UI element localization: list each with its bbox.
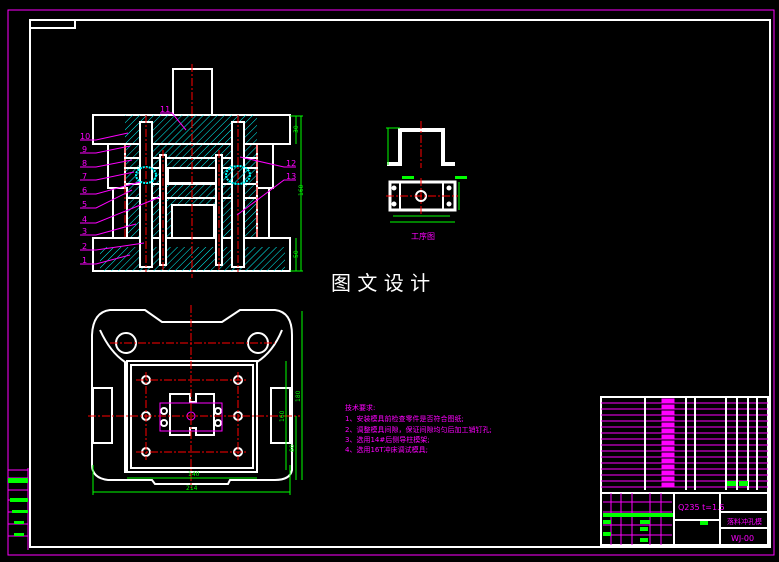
plan-centerlines [88, 305, 300, 488]
title-block [600, 492, 769, 546]
parts-list-cell [661, 470, 675, 475]
guide-post-left-upper [107, 143, 126, 189]
binding-strip [8, 468, 29, 550]
dim-top-plate: 30 [293, 125, 300, 133]
process-view [386, 121, 467, 223]
material-spec: Q235 t=1.5 [678, 503, 725, 512]
dim-plan-inner-width: 140 [188, 471, 200, 478]
part-number: 12 [286, 159, 296, 168]
parts-list-cell [661, 482, 675, 487]
parts-list-cell [661, 458, 675, 463]
tech-requirement: 2、调整模具间隙，保证间隙均匀后加工销钉孔; [345, 425, 492, 434]
parts-list-cell [661, 452, 675, 457]
parts-list [600, 396, 769, 494]
part-number: 5 [82, 200, 87, 209]
part-number: 10 [80, 132, 90, 141]
tech-requirements: 技术要求: 1、安装模具前检查零件是否符合图纸; 2、调整模具间隙，保证间隙均匀… [345, 403, 492, 454]
plan-dimensions [92, 311, 303, 495]
part-number: 3 [82, 227, 87, 236]
part-leaders [80, 112, 296, 265]
part-number: 8 [82, 159, 87, 168]
dim-bottom-plate: 50 [293, 250, 300, 258]
part-number: 7 [82, 172, 87, 181]
process-view-label: 工序图 [411, 231, 435, 241]
drawing-name: 落料冲孔模 [727, 517, 762, 526]
dim-plan-width: 214 [186, 485, 198, 492]
tech-requirement: 4、选用16T冲床调试模具; [345, 445, 428, 454]
part-number: 2 [82, 242, 87, 251]
parts-list-cell [661, 428, 675, 433]
parts-list-cell [661, 476, 675, 481]
parts-list-cell [661, 410, 675, 415]
dim-plan-offset: 80 [289, 444, 296, 452]
center-title: 图 文 设 计 [331, 271, 430, 295]
guide-post-right-upper [256, 143, 274, 189]
part-number: 13 [286, 172, 296, 181]
part-number: 11 [160, 105, 170, 114]
part-number: 6 [82, 186, 87, 195]
section-dimensions [290, 115, 303, 272]
dim-plan-height: 180 [295, 390, 302, 402]
parts-list-cell [661, 404, 675, 409]
punch-opening [171, 204, 215, 239]
parts-list-cell [661, 440, 675, 445]
sheet-border [7, 9, 775, 556]
dim-total-height: 160 [298, 184, 305, 196]
section-centerlines [124, 64, 258, 278]
plan-view [91, 309, 293, 485]
dim-plan-inner-height: 160 [279, 410, 286, 422]
tech-requirement: 3、选用14#后侧导柱模架; [345, 435, 430, 444]
tech-requirement: 1、安装模具前检查零件是否符合图纸; [345, 414, 464, 423]
parts-list-cell [661, 398, 675, 403]
part-number: 1 [82, 256, 87, 265]
parts-list-cell [661, 416, 675, 421]
tech-requirements-title: 技术要求: [345, 403, 375, 412]
part-number: 9 [82, 145, 87, 154]
part-numbers: 10 9 8 7 6 5 4 3 2 1 11 12 13 [80, 105, 296, 265]
parts-list-cell [661, 446, 675, 451]
parts-list-cell [661, 434, 675, 439]
parts-list-cell [661, 422, 675, 427]
parts-list-cell [661, 464, 675, 469]
drawing-number: WJ-00 [731, 534, 754, 543]
part-number: 4 [82, 215, 87, 224]
